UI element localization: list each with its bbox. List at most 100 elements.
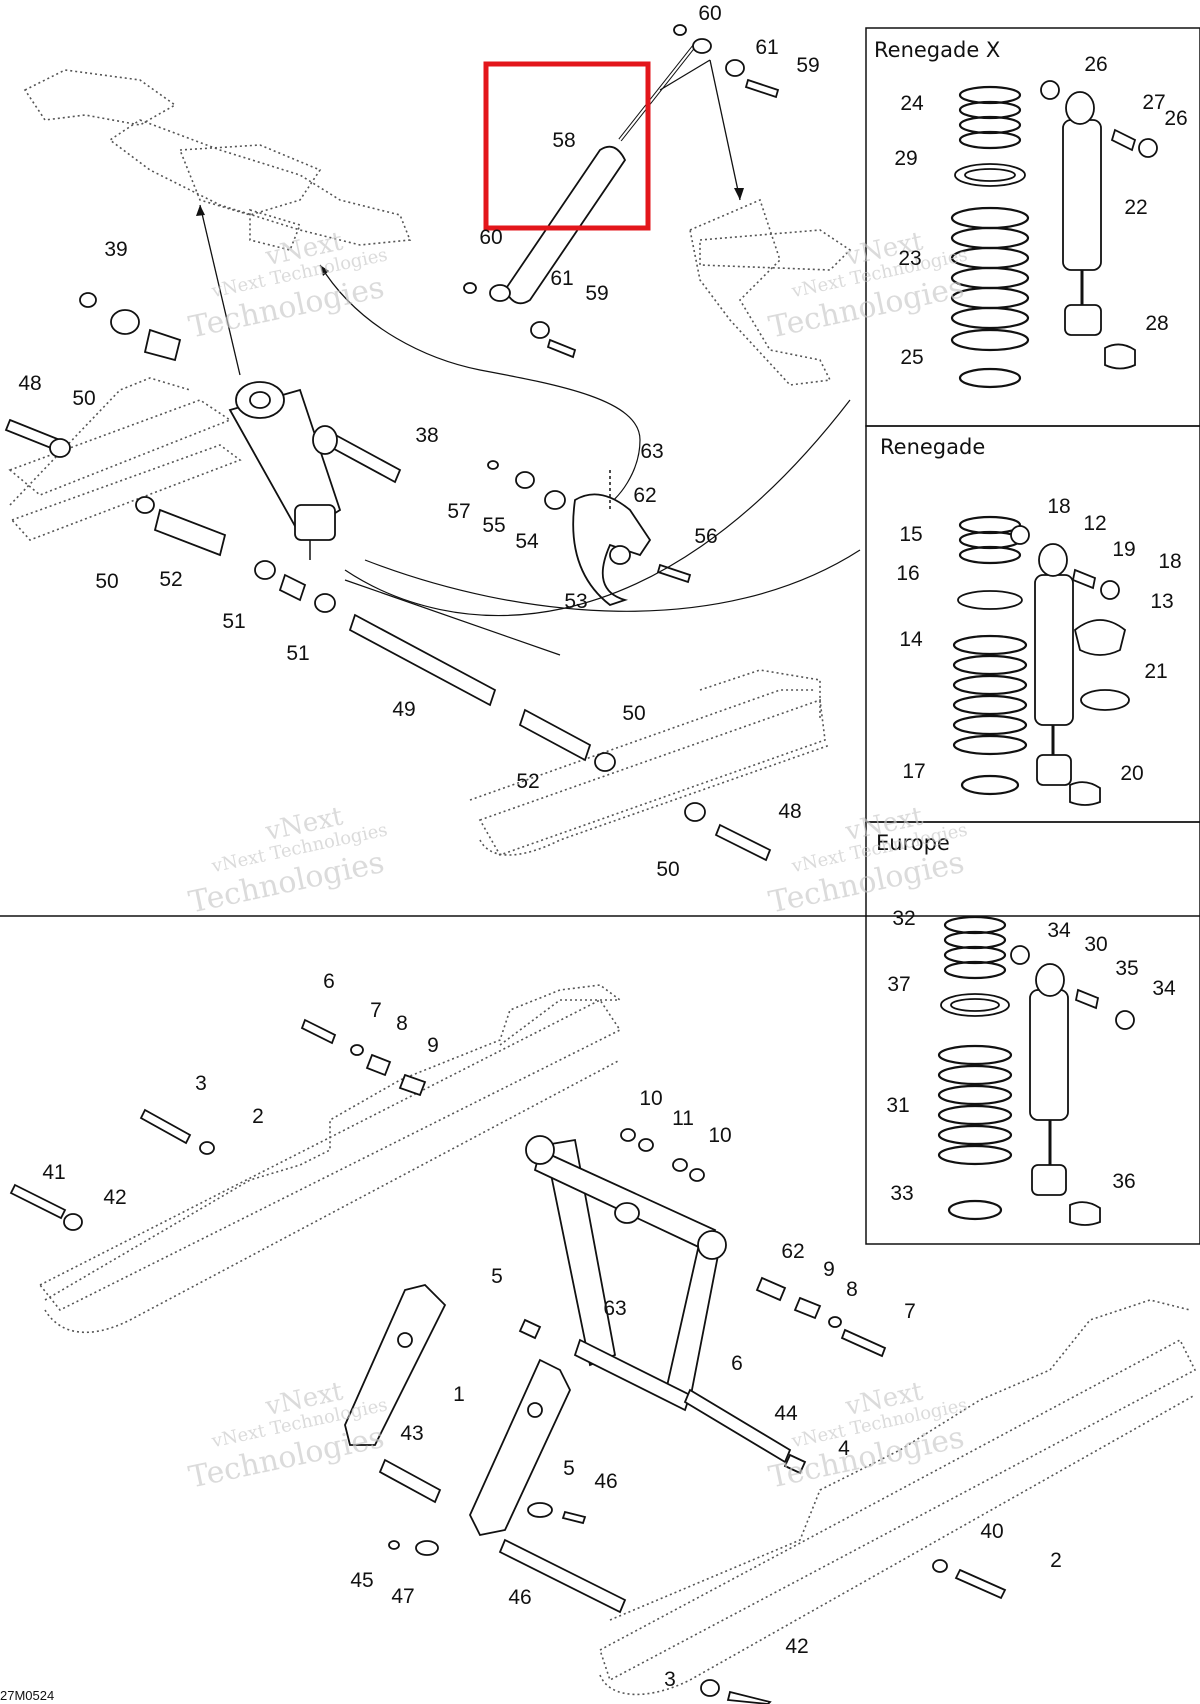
lower-right-ski: [599, 1299, 1197, 1696]
callout-11: 11: [672, 1107, 694, 1130]
callout-24: 24: [900, 92, 924, 115]
callout-13: 13: [1150, 590, 1173, 613]
callout-3: 3: [195, 1072, 207, 1095]
callout-27: 27: [1142, 91, 1165, 114]
callout-20: 20: [1120, 762, 1143, 785]
lower-left-ski: [38, 984, 622, 1334]
callout-48: 48: [18, 372, 41, 395]
callout-14: 14: [899, 628, 923, 651]
callout-48: 48: [778, 800, 801, 823]
callout-51: 51: [286, 642, 309, 665]
callout-41: 41: [42, 1161, 65, 1184]
callout-37: 37: [887, 973, 910, 996]
callout-47: 47: [391, 1585, 414, 1608]
callout-61: 61: [550, 267, 573, 290]
panel-title-europe: Europe: [876, 831, 950, 855]
callout-52: 52: [159, 568, 182, 591]
callout-10: 10: [708, 1124, 731, 1147]
callout-50: 50: [95, 570, 118, 593]
callout-39: 39: [104, 238, 127, 261]
callout-62: 62: [633, 484, 656, 507]
callout-34: 34: [1152, 977, 1176, 1000]
callout-28: 28: [1145, 312, 1168, 335]
callout-52: 52: [516, 770, 539, 793]
callout-25: 25: [900, 346, 923, 369]
upper-frame-drawing: [23, 69, 641, 511]
renegade-x-parts: [950, 80, 1158, 389]
callout-36: 36: [1112, 1170, 1135, 1193]
links-43: [344, 1284, 571, 1537]
europe-parts: [937, 915, 1135, 1226]
callout-15: 15: [899, 523, 922, 546]
callout-42: 42: [103, 1186, 126, 1209]
callout-60: 60: [698, 2, 721, 25]
callout-55: 55: [482, 514, 505, 537]
callout-30: 30: [1084, 933, 1107, 956]
callout-46: 46: [508, 1586, 531, 1609]
callout-49: 49: [392, 698, 415, 721]
callout-6: 6: [323, 970, 335, 993]
callout-57: 57: [447, 500, 470, 523]
callout-56: 56: [694, 525, 717, 548]
callout-54: 54: [515, 530, 539, 553]
callout-12: 12: [1083, 512, 1106, 535]
callout-23: 23: [898, 247, 921, 270]
callout-22: 22: [1124, 196, 1147, 219]
callout-3: 3: [664, 1668, 676, 1691]
callout-45: 45: [350, 1569, 373, 1592]
callout-50: 50: [622, 702, 645, 725]
callout-4: 4: [838, 1437, 850, 1460]
callout-26: 26: [1164, 107, 1187, 130]
callout-43: 43: [400, 1422, 423, 1445]
panel-title-renegade: Renegade: [880, 435, 985, 459]
callout-5: 5: [563, 1457, 575, 1480]
callout-29: 29: [894, 147, 917, 170]
callout-7: 7: [904, 1300, 916, 1323]
callout-44: 44: [774, 1402, 798, 1425]
callout-35: 35: [1115, 957, 1138, 980]
panel-title-renegade-x: Renegade X: [874, 38, 1000, 62]
upper-right-detail: [463, 24, 852, 386]
bracket-53-assembly: [344, 399, 861, 656]
panel-frames: [0, 27, 1200, 1245]
callout-21: 21: [1144, 660, 1167, 683]
callout-40: 40: [980, 1520, 1003, 1543]
callout-51: 51: [222, 610, 245, 633]
callout-8: 8: [396, 1012, 408, 1035]
callout-5: 5: [491, 1265, 503, 1288]
callout-16: 16: [896, 562, 919, 585]
callout-59: 59: [585, 282, 608, 305]
callout-59: 59: [796, 54, 819, 77]
lower-hardware: [9, 1018, 1007, 1704]
callout-17: 17: [902, 760, 925, 783]
callout-18: 18: [1047, 495, 1070, 518]
callout-6: 6: [731, 1352, 743, 1375]
upper-skis: [8, 377, 831, 856]
callout-19: 19: [1112, 538, 1135, 561]
callout-34: 34: [1047, 919, 1071, 942]
callout-46: 46: [594, 1470, 617, 1493]
callout-32: 32: [892, 907, 915, 930]
callout-50: 50: [72, 387, 95, 410]
callout-7: 7: [370, 999, 382, 1022]
callout-38: 38: [415, 424, 438, 447]
figure-id: 27M0524: [0, 1688, 54, 1703]
callout-62: 62: [781, 1240, 804, 1263]
callout-33: 33: [890, 1182, 913, 1205]
callout-2: 2: [252, 1105, 264, 1128]
callout-53: 53: [564, 590, 587, 613]
callout-61: 61: [755, 36, 778, 59]
callout-60: 60: [479, 226, 502, 249]
callout-9: 9: [427, 1034, 439, 1057]
callout-63: 63: [603, 1297, 626, 1320]
callout-41: 41: [0, 0, 12, 5]
callout-2: 2: [1050, 1549, 1062, 1572]
callout-18: 18: [1158, 550, 1181, 573]
renegade-parts: [952, 515, 1130, 806]
highlight-box: [483, 61, 651, 231]
callout-8: 8: [846, 1278, 858, 1301]
callout-31: 31: [886, 1094, 909, 1117]
callout-50: 50: [656, 858, 679, 881]
